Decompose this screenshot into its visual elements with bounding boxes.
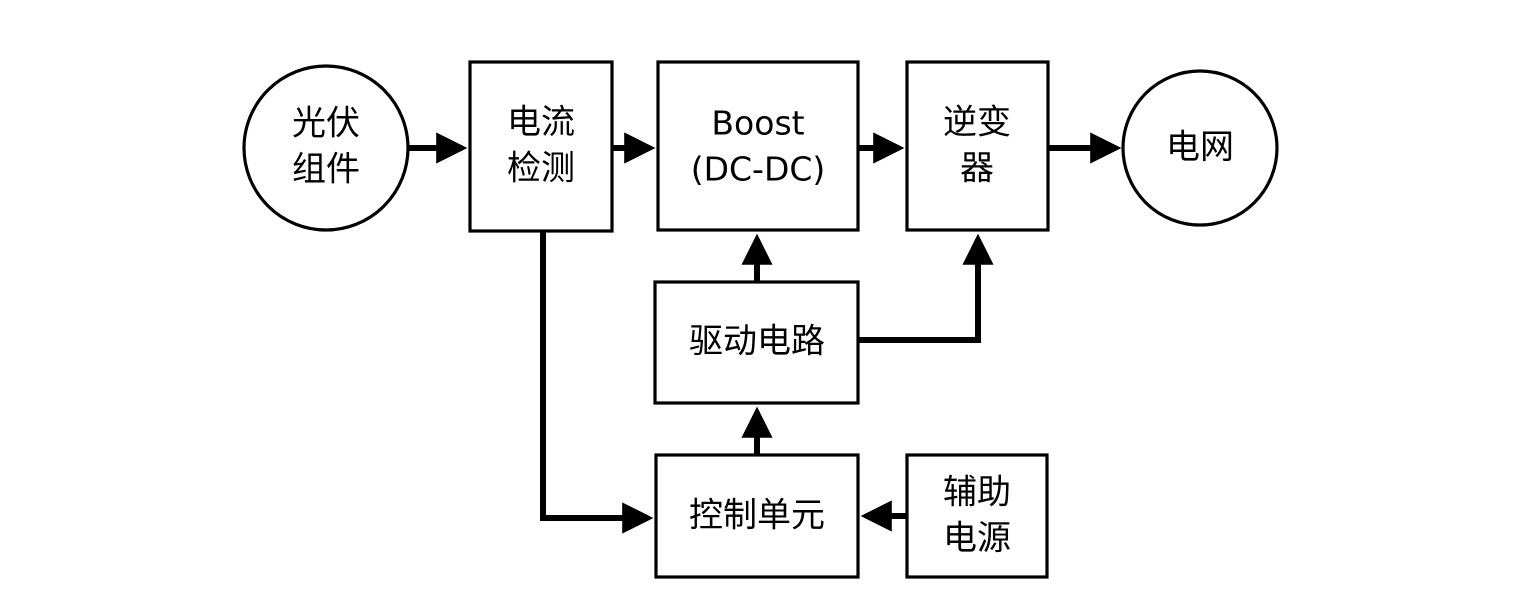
aux-power-label-line2: 电源	[943, 519, 1011, 559]
inverter-label-line2: 器	[960, 149, 994, 189]
node-inverter[interactable]: 逆变 器	[905, 60, 1050, 232]
aux-power-shape	[905, 453, 1049, 579]
node-grid[interactable]: 电网	[1121, 69, 1279, 227]
pv-module-label-line1: 光伏	[292, 104, 360, 144]
current-detection-shape	[468, 60, 614, 233]
current-detection-label-line2: 检测	[507, 149, 575, 189]
node-current-detection[interactable]: 电流 检测	[468, 60, 614, 233]
pv-module-label-line2: 组件	[292, 150, 360, 190]
connector-drive-circuit-to-inverter	[858, 233, 994, 343]
boost-shape	[656, 60, 860, 232]
current-detection-label-line1: 电流	[507, 103, 575, 143]
grid-shape	[1121, 69, 1279, 227]
connector-current-detection-to-control-unit	[540, 231, 654, 534]
inverter-label-line1: 逆变	[943, 103, 1011, 143]
control-unit-label: 控制单元	[689, 496, 825, 536]
connections-layer	[409, 132, 1122, 534]
node-aux-power[interactable]: 辅助 电源	[905, 453, 1049, 579]
drive-circuit-shape	[653, 280, 860, 405]
aux-power-label-line1: 辅助	[943, 473, 1011, 513]
boost-label-line2: (DC-DC)	[691, 150, 826, 189]
control-unit-shape	[654, 453, 860, 579]
node-drive-circuit[interactable]: 驱动电路	[653, 280, 860, 405]
pv-module-shape	[242, 64, 410, 232]
inverter-shape	[905, 60, 1050, 232]
grid-label-line1: 电网	[1166, 128, 1234, 168]
node-boost[interactable]: Boost (DC-DC)	[656, 60, 860, 232]
node-pv-module[interactable]: 光伏 组件	[242, 64, 410, 232]
node-control-unit[interactable]: 控制单元	[654, 453, 860, 579]
drive-circuit-label: 驱动电路	[689, 322, 825, 362]
boost-label-line1: Boost	[711, 104, 804, 143]
